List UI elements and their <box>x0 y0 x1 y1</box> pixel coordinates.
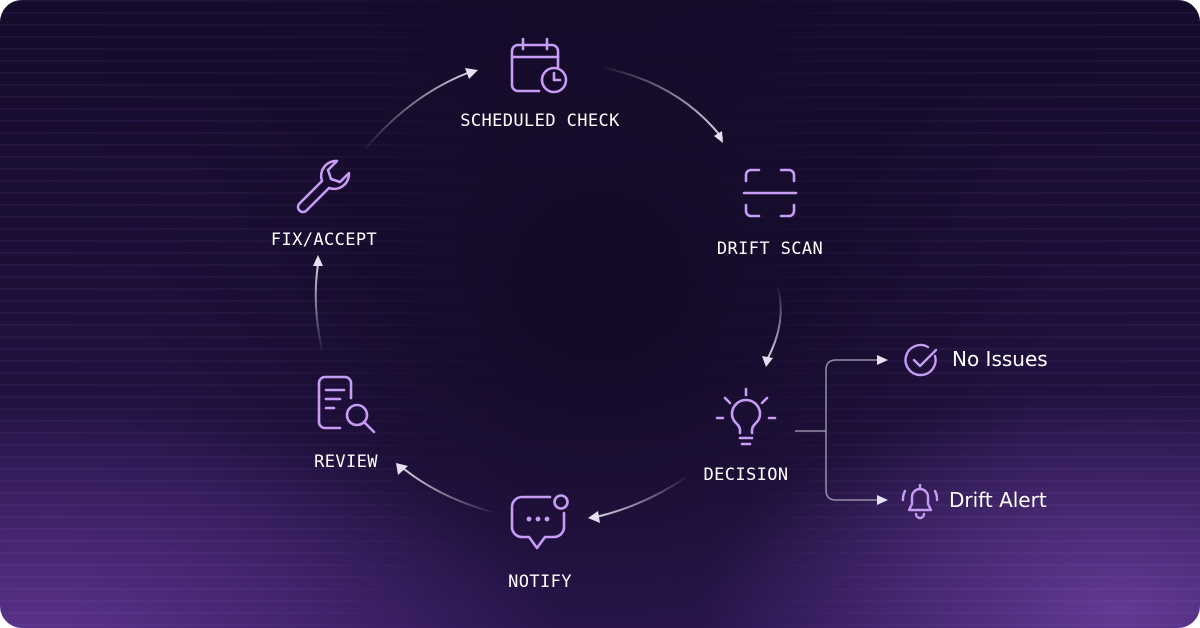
step-label-fix-accept: FIX/ACCEPT <box>270 230 378 250</box>
document-search-icon <box>317 375 376 434</box>
arrow-notify-to-review <box>403 468 493 513</box>
wrench-icon <box>296 159 351 214</box>
step-label-drift-scan: DRIFT SCAN <box>716 239 824 259</box>
step-label-review: REVIEW <box>314 452 378 472</box>
step-label-decision: DECISION <box>703 465 789 485</box>
arrow-decision-to-notify <box>595 477 686 518</box>
arrow-review-to-fix <box>314 263 323 351</box>
arrow-scan-to-decision <box>766 287 782 361</box>
arrow-fix-to-scheduled <box>365 71 471 149</box>
step-label-scheduled-check: SCHEDULED CHECK <box>460 111 620 131</box>
branch-arrow-no-issues <box>877 355 888 365</box>
lightbulb-icon <box>715 387 777 446</box>
arrow-scheduled-to-scan <box>604 67 723 139</box>
branch-arrow-drift-alert <box>877 495 888 505</box>
step-label-notify: NOTIFY <box>508 572 572 592</box>
outcome-label-drift-alert: Drift Alert <box>949 488 1047 512</box>
calendar-clock-icon <box>510 37 568 94</box>
check-circle-icon <box>904 343 938 377</box>
bell-ringing-icon <box>901 483 939 520</box>
scan-frame-icon <box>742 168 798 218</box>
decision-branch <box>795 359 879 501</box>
chat-notification-icon <box>510 494 569 550</box>
outcome-label-no-issues: No Issues <box>952 347 1048 371</box>
